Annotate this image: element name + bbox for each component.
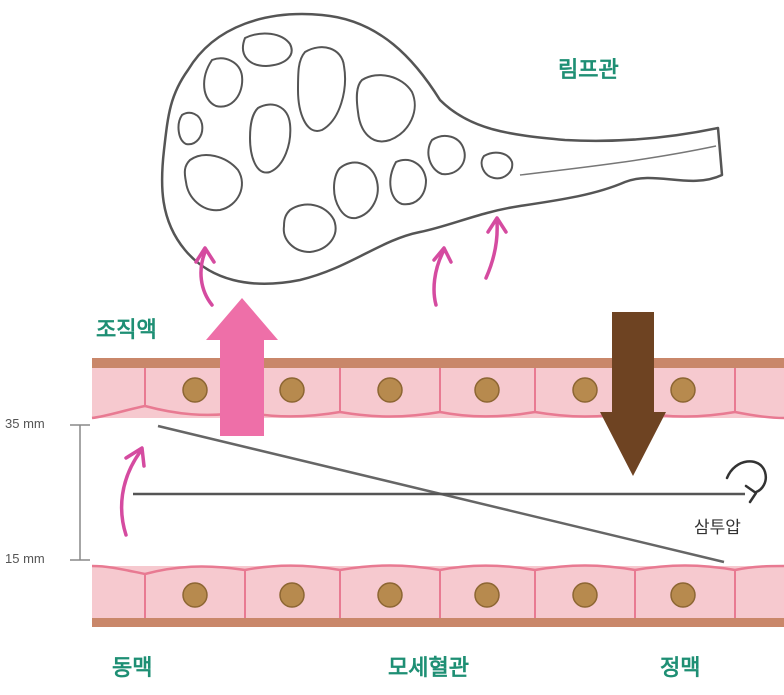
cell-nucleus	[377, 582, 403, 608]
lymph-node-cell	[183, 154, 243, 212]
lymph-node-cell	[355, 74, 416, 143]
curved-arrow-icon	[199, 250, 214, 307]
pressure-scale	[70, 424, 90, 561]
cell-nucleus	[182, 582, 208, 608]
upper-wall-outer-band	[92, 358, 784, 368]
arrow-up-icon	[206, 298, 278, 436]
cell-nucleus	[474, 582, 500, 608]
rotation-arrow-icon	[725, 460, 767, 504]
cell-nucleus	[572, 377, 598, 403]
tissue-fluid-label: 조직액	[96, 318, 157, 343]
lymph-node-cell	[242, 32, 293, 67]
lymph-vessel-label: 림프관	[558, 58, 619, 83]
artery-label: 동맥	[112, 656, 153, 681]
lymph-vessel-inner-line	[519, 145, 717, 176]
pressure-low-label: 15 mm	[5, 551, 45, 566]
lymph-node-cell	[177, 111, 204, 146]
lymph-node-cell	[249, 103, 292, 174]
pressure-high-label: 35 mm	[5, 416, 45, 431]
arrow-down-icon	[600, 312, 666, 476]
small-flow-arrows	[119, 216, 508, 537]
curved-arrow-icon	[119, 450, 142, 537]
curved-arrow-icon-head	[124, 446, 146, 468]
cell-nucleus	[279, 377, 305, 403]
cell-nucleus	[670, 582, 696, 608]
curved-arrow-icon-head	[432, 246, 453, 264]
lymph-node-cell	[480, 151, 514, 180]
lower-wall-outer-band	[92, 618, 784, 627]
lymph-node-cell	[427, 134, 466, 176]
cell-nucleus	[377, 377, 403, 403]
lymph-node-cell	[203, 57, 244, 108]
curved-arrow-icon-head	[486, 216, 508, 234]
lymph-vessel	[160, 12, 724, 285]
upper-capillary-wall	[91, 358, 784, 420]
lymph-node-cell	[297, 46, 346, 132]
lower-capillary-wall	[91, 564, 784, 627]
cell-nucleus	[670, 377, 696, 403]
curved-arrow-icon	[432, 250, 445, 307]
curved-arrow-icon	[484, 220, 499, 280]
cell-nucleus	[182, 377, 208, 403]
vein-label: 정맥	[660, 656, 701, 681]
cell-nucleus	[474, 377, 500, 403]
lymph-node-cell	[389, 159, 427, 206]
cell-nucleus	[279, 582, 305, 608]
cell-nucleus	[572, 582, 598, 608]
lymph-node-cell	[333, 161, 379, 220]
curved-arrow-icon-head	[194, 246, 216, 264]
capillary-label: 모세혈관	[388, 656, 469, 681]
lymph-node-cell	[282, 203, 337, 253]
osmotic-pressure-label: 삼투압	[694, 518, 741, 538]
